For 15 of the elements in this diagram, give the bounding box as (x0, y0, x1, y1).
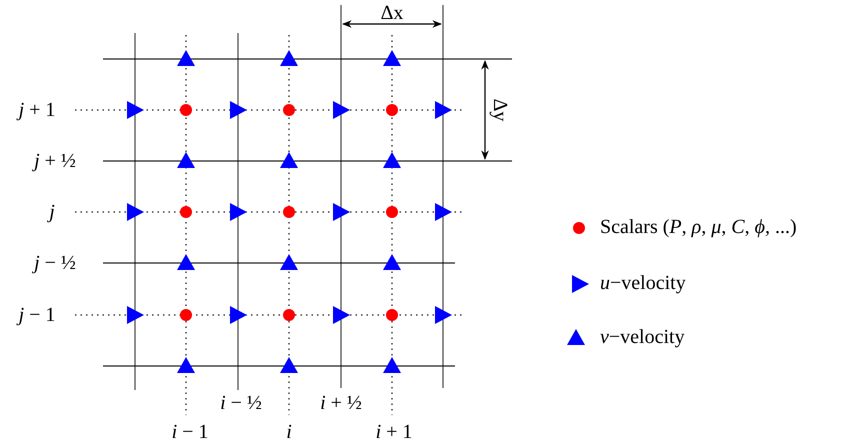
axis-label: j (49, 202, 55, 222)
legend-label: Scalars (P, ρ, μ, C, ϕ, ...) (600, 217, 797, 237)
axis-label: i − 1 (172, 422, 208, 442)
axis-label: j − ½ (34, 253, 76, 273)
axis-label: Δy (490, 98, 510, 122)
axis-label: i − ½ (220, 393, 262, 413)
legend-label: v−velocity (600, 327, 685, 347)
axis-label: i (286, 422, 292, 442)
legend-label: u−velocity (600, 273, 686, 293)
axis-label: Δx (380, 3, 404, 23)
axis-label: j + ½ (34, 151, 76, 171)
axis-label: j − 1 (18, 305, 56, 325)
axis-label: i + 1 (376, 422, 412, 442)
axis-label: j + 1 (18, 100, 56, 120)
axis-label: i + ½ (320, 393, 362, 413)
